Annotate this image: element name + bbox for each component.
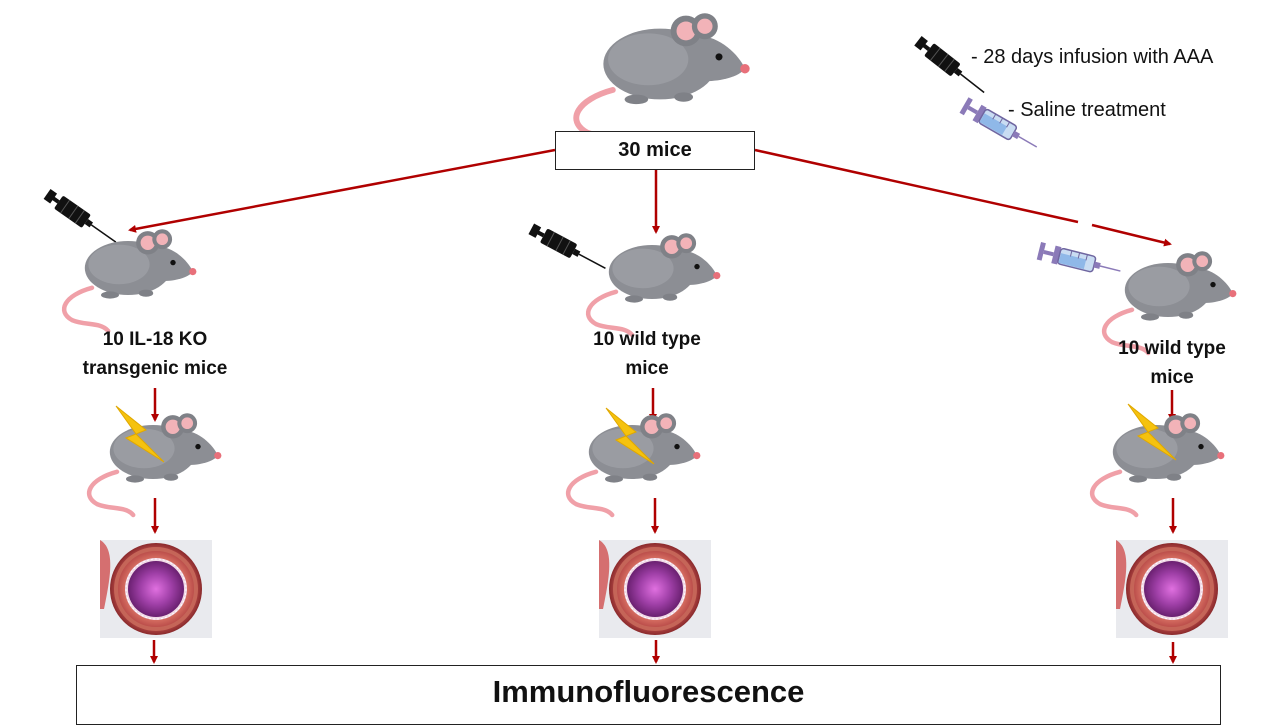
group-label-line: mice — [1150, 367, 1194, 388]
mouse-icon — [568, 413, 700, 515]
legend-saline-label: - Saline treatment — [1008, 99, 1166, 121]
group-label-line: mice — [625, 358, 669, 379]
syringe-black-icon — [526, 221, 610, 277]
mouse-icon — [588, 233, 720, 335]
arrow-to-ko — [128, 148, 556, 233]
group-label-line: 10 wild type — [1118, 338, 1226, 359]
immunofluorescence-label: Immunofluorescence — [492, 674, 805, 709]
group-label-line: transgenic mice — [82, 358, 228, 379]
mouse-icon — [1092, 413, 1224, 515]
syringe-black-icon — [41, 186, 122, 250]
artery-cross-section-icon — [98, 538, 214, 640]
mouse-icon — [64, 229, 196, 331]
immunofluorescence-box: Immunofluorescence — [76, 665, 1221, 725]
arrow-to-wild-type-2-segment-1 — [754, 148, 1079, 224]
group-label-wild-type-2: 10 wild type mice — [1057, 334, 1280, 392]
mouse-icon — [576, 13, 749, 146]
syringe-blue-icon — [1035, 241, 1124, 281]
group-label-wild-type-1: 10 wild type mice — [532, 325, 762, 383]
artery-cross-section-icon — [597, 538, 713, 640]
group-label-line: 10 wild type — [593, 329, 701, 350]
arrow-to-wild-type-2 — [1091, 223, 1172, 247]
total-mice-label: 30 mice — [618, 139, 692, 161]
artery-cross-section-icon — [1114, 538, 1230, 640]
group-label-line: 10 IL-18 KO — [102, 329, 208, 350]
group-label-ko: 10 IL-18 KO transgenic mice — [40, 325, 270, 383]
legend-infusion-label: - 28 days infusion with AAA — [971, 46, 1214, 68]
total-mice-box: 30 mice — [555, 131, 755, 170]
